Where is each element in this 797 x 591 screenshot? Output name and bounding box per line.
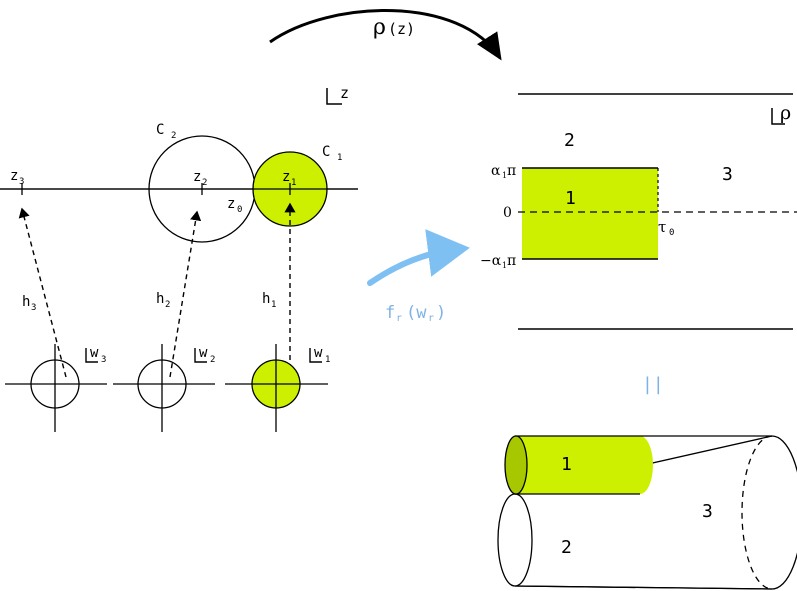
label-h2-sub: 2: [165, 300, 170, 310]
label-z3-sub: 3: [19, 177, 24, 187]
w-plane-3: w 3: [5, 344, 107, 432]
label-c1-sub: 1: [337, 153, 342, 163]
z-plane-corner: [326, 88, 342, 105]
svg-text:π: π: [507, 163, 516, 179]
map-h2: [169, 210, 202, 378]
label-w2-sub: 2: [210, 355, 215, 365]
rho-map-arg: (z): [388, 20, 415, 38]
w3-disk: [30, 359, 80, 409]
label-tau0-sub: 0: [669, 228, 674, 238]
label-h1: h: [262, 291, 270, 307]
label-h1-sub: 1: [271, 300, 276, 310]
rho-region-3: 3: [722, 164, 733, 185]
cylinder-1-end: [504, 435, 528, 495]
svg-text:f: f: [385, 303, 395, 323]
label-h3: h: [22, 294, 30, 310]
label-h2: h: [156, 291, 164, 307]
w-plane-1: w 1: [225, 344, 330, 432]
svg-text:r: r: [428, 313, 434, 324]
equivalence-symbol: ||: [642, 374, 664, 395]
label-z0: z: [227, 196, 235, 212]
rho-region-2: 2: [564, 130, 575, 151]
cylinder-label-1: 1: [561, 454, 572, 475]
rho-region-1: 1: [565, 188, 576, 209]
label-w1: w: [314, 345, 323, 361]
cylinder-3-right-hidden: [741, 435, 773, 590]
z-plane: z C 2 C 1 z 3 z 2 z 1 z 0 h 3 h 2 h 1: [0, 84, 358, 378]
svg-text:1: 1: [502, 171, 507, 180]
cylinder-1-body: [515, 436, 653, 494]
label-h3-sub: 3: [31, 303, 36, 313]
f-map-arrow: [367, 229, 470, 286]
svg-text:(w: (w: [406, 303, 427, 323]
label-z1-sub: 1: [291, 178, 296, 188]
f-map-label: f r (w r ): [385, 303, 446, 324]
label-z3: z: [10, 168, 18, 184]
label-z2: z: [193, 169, 201, 185]
label-tau0: τ: [658, 218, 666, 236]
rho-map-arrow: [269, 9, 502, 61]
z-plane-label: z: [340, 84, 349, 102]
cylinder-diagram: 1 2 3: [497, 435, 797, 590]
cylinder-label-3: 3: [702, 501, 713, 522]
label-w3-sub: 3: [101, 355, 106, 365]
rho-plane: ρ 2 1 3 α 1 π 0 −α 1 π τ 0: [480, 93, 797, 330]
label-z2-sub: 2: [202, 178, 207, 188]
label-c2-sub: 2: [171, 131, 176, 141]
tick-bottom: −α: [480, 253, 502, 269]
rho-plane-label: ρ: [780, 102, 791, 124]
rho-region-1-rect: [522, 168, 658, 259]
label-w1-sub: 1: [325, 355, 330, 365]
label-z1: z: [282, 169, 290, 185]
label-w3: w: [90, 345, 99, 361]
label-c2: C: [156, 122, 164, 138]
cylinder-2-end: [497, 493, 533, 587]
tick-zero: 0: [503, 205, 512, 221]
label-z0-sub: 0: [237, 205, 242, 215]
w2-disk: [137, 359, 187, 409]
svg-text:): ): [436, 303, 446, 323]
rho-map-label: ρ: [373, 15, 386, 40]
cylinder-label-2: 2: [561, 537, 572, 558]
w-plane-2: w 2: [113, 344, 215, 432]
svg-text:1: 1: [502, 261, 507, 270]
svg-text:r: r: [396, 313, 402, 324]
tick-top: α: [491, 163, 501, 179]
label-w2: w: [199, 345, 208, 361]
map-h3: [18, 207, 67, 378]
cylinder-3-right-solid: [771, 435, 797, 590]
label-c1: C: [322, 144, 330, 160]
svg-text:π: π: [507, 253, 516, 269]
